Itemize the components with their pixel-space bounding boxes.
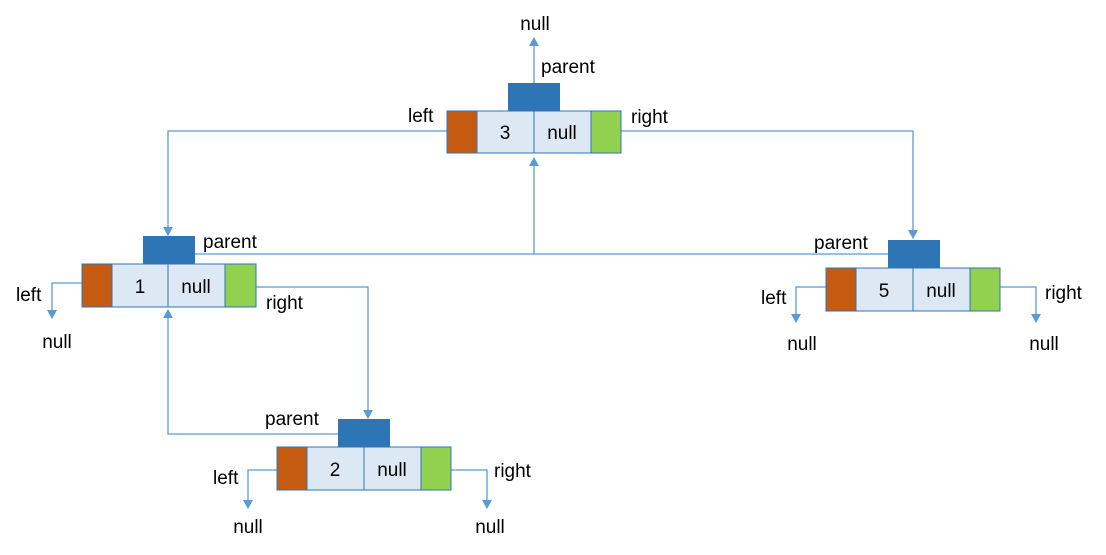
node-5-left-label: left bbox=[761, 288, 787, 309]
node-1-parent-label: parent bbox=[203, 232, 258, 253]
node-5-left-null-label: null bbox=[787, 334, 817, 355]
node-1-value-cell bbox=[111, 263, 169, 308]
node-3-value: 3 bbox=[500, 123, 511, 144]
node-2-parent-block bbox=[338, 419, 390, 447]
node-5-left-block bbox=[825, 267, 857, 312]
node-2-right-block bbox=[420, 446, 452, 491]
node-2-parent-label: parent bbox=[265, 409, 320, 430]
edge-node1-right-to-node2 bbox=[256, 286, 373, 419]
node-1-right-block bbox=[224, 263, 257, 308]
edge-root-right-to-node5 bbox=[621, 130, 918, 239]
node-3-color-text: null bbox=[547, 123, 577, 144]
edges bbox=[47, 37, 1041, 509]
node-5-color-text: null bbox=[926, 281, 956, 302]
node-2-color-cell bbox=[363, 446, 422, 491]
edge-node2-left-null bbox=[243, 469, 278, 509]
node-5-right-label: right bbox=[1045, 283, 1083, 304]
node-1-left-block bbox=[81, 263, 113, 308]
edge-node5-right-null bbox=[1000, 286, 1041, 323]
node-2-right-label: right bbox=[494, 461, 532, 482]
edge-node5-left-null bbox=[791, 286, 826, 323]
edge-root-left-to-node1 bbox=[163, 130, 447, 236]
root-left-label: left bbox=[408, 106, 434, 127]
node-1-left-null-label: null bbox=[42, 332, 72, 353]
node-2-left-block bbox=[276, 446, 308, 491]
root-parent-label: parent bbox=[541, 57, 596, 78]
node-5-value: 5 bbox=[879, 281, 890, 302]
node-1: 1 null bbox=[81, 236, 257, 308]
node-1-left-label: left bbox=[16, 285, 42, 306]
node-3-left-block bbox=[446, 110, 478, 154]
node-5: 5 null bbox=[825, 240, 1001, 312]
node-2-right-null-label: null bbox=[475, 517, 505, 538]
node-5-right-null-label: null bbox=[1029, 334, 1059, 355]
node-1-color-cell bbox=[167, 263, 226, 308]
node-5-parent-label: parent bbox=[814, 233, 869, 254]
edge-node1-left-null bbox=[47, 282, 82, 319]
node-5-parent-block bbox=[888, 240, 940, 268]
labels: null parent left right parent left right… bbox=[16, 14, 1083, 538]
root-parent-null-label: null bbox=[520, 14, 550, 35]
node-2-color-text: null bbox=[377, 460, 407, 481]
node-3: 3 null bbox=[446, 83, 622, 154]
node-1-parent-block bbox=[143, 236, 195, 264]
node-2-value-cell bbox=[306, 446, 365, 491]
node-3-parent-block bbox=[508, 83, 560, 111]
node-3-color-cell bbox=[533, 110, 592, 154]
node-3-right-block bbox=[590, 110, 622, 154]
node-1-right-label: right bbox=[266, 293, 304, 314]
node-1-color-text: null bbox=[181, 277, 211, 298]
node-2: 2 null bbox=[276, 419, 452, 491]
node-2-left-label: left bbox=[213, 468, 239, 489]
root-right-label: right bbox=[631, 107, 669, 128]
node-5-value-cell bbox=[855, 267, 914, 312]
edge-node2-right-null bbox=[451, 469, 492, 509]
edge-node2-parent-to-node1 bbox=[163, 309, 340, 435]
node-1-value: 1 bbox=[135, 277, 146, 298]
node-5-right-block bbox=[969, 267, 1001, 312]
node-3-value-cell bbox=[476, 110, 535, 154]
node-2-left-null-label: null bbox=[233, 517, 263, 538]
node-2-value: 2 bbox=[330, 460, 341, 481]
